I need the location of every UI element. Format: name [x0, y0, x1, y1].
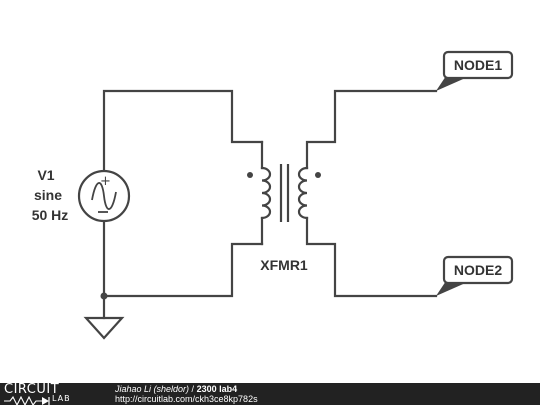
logo-resistor-icon	[4, 396, 50, 405]
circuit-url-link[interactable]: http://circuitlab.com/ckh3ce8kp782s	[115, 394, 258, 404]
primary-wire-top	[102, 89, 264, 173]
circuit-title[interactable]: 2300 lab4	[196, 384, 238, 394]
secondary-polarity-dot	[315, 172, 321, 178]
primary-wire-bottom	[102, 219, 264, 298]
node1-text: NODE1	[454, 57, 502, 73]
author-line: Jiahao Li (sheldor) / 2300 lab4	[115, 384, 237, 395]
node-label-node2[interactable]: NODE2	[436, 255, 514, 296]
logo: CIRCUIT	[4, 382, 60, 397]
node-label-node1[interactable]: NODE1	[436, 50, 514, 91]
logo-lab-text: LAB	[52, 394, 71, 403]
node2-text: NODE2	[454, 262, 502, 278]
ground-icon	[83, 316, 125, 340]
plus-sign-icon: +	[100, 174, 111, 189]
circuit-schematic: + NODE1 NODE2 V1 sine 50 Hz XFMR1	[32, 50, 514, 340]
sine-wave-icon	[91, 182, 117, 210]
junction-dot	[100, 292, 108, 300]
voltage-source-v1[interactable]: +	[77, 169, 131, 223]
transformer-name-label: XFMR1	[260, 257, 308, 273]
footer-bar: CIRCUIT LAB Jiahao Li (sheldor) / 2300 l…	[0, 383, 540, 405]
source-frequency-label: 50 Hz	[32, 207, 69, 223]
source-type-label: sine	[34, 187, 62, 203]
primary-coil[interactable]	[260, 166, 272, 220]
author-separator: /	[189, 384, 197, 394]
secondary-coil[interactable]	[297, 166, 309, 220]
secondary-wire-bottom	[305, 216, 438, 298]
author-name[interactable]: Jiahao Li (sheldor)	[115, 384, 190, 394]
secondary-wire-top	[305, 89, 438, 170]
source-name-label: V1	[37, 167, 54, 183]
primary-polarity-dot	[247, 172, 253, 178]
